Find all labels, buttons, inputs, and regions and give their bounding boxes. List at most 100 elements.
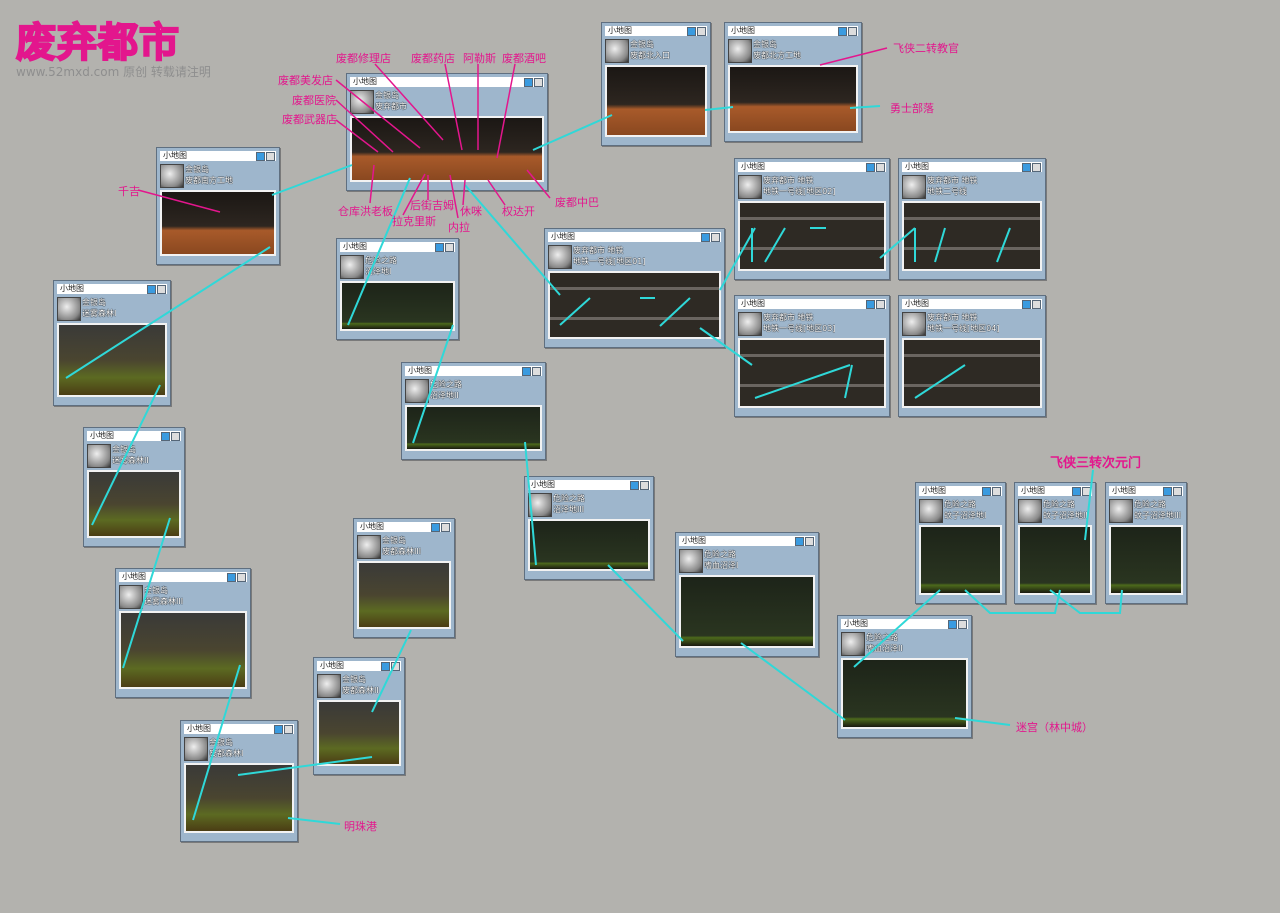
- close-icon[interactable]: [284, 725, 293, 734]
- minimize-icon[interactable]: [1022, 300, 1031, 309]
- region-name: 危险之路: [944, 500, 976, 509]
- close-icon[interactable]: [697, 27, 706, 36]
- minimap-window[interactable]: 小地图 危险之路 嗜血沼泽I: [675, 532, 819, 657]
- minimize-icon[interactable]: [630, 481, 639, 490]
- window-titlebar[interactable]: 小地图: [160, 151, 276, 161]
- minimap-window[interactable]: 小地图 危险之路 沼泽地III: [524, 476, 654, 580]
- window-titlebar[interactable]: 小地图: [728, 26, 858, 36]
- minimap-window[interactable]: 小地图 危险之路 蚊子沼泽地III: [1105, 482, 1187, 604]
- minimize-icon[interactable]: [948, 620, 957, 629]
- minimize-icon[interactable]: [701, 233, 710, 242]
- minimap-window[interactable]: 小地图 金银岛 废都北方工地: [724, 22, 862, 142]
- window-titlebar[interactable]: 小地图: [184, 724, 294, 734]
- minimap-window[interactable]: 小地图 废弃都市 地铁 地铁一号线[地区03]: [734, 295, 890, 417]
- minimap-window[interactable]: 小地图 废弃都市 地铁 地铁二号线: [898, 158, 1046, 280]
- map-name: 废都南方工地: [185, 176, 233, 185]
- map-name: 废都森林II: [342, 686, 379, 695]
- window-titlebar[interactable]: 小地图: [405, 366, 542, 376]
- minimap-window[interactable]: 小地图 金银岛 废都森林III: [353, 518, 455, 638]
- window-titlebar[interactable]: 小地图: [902, 162, 1042, 172]
- window-titlebar[interactable]: 小地图: [902, 299, 1042, 309]
- minimap-window[interactable]: 小地图 危险之路 蚊子沼泽地I: [915, 482, 1006, 604]
- minimap-window[interactable]: 小地图 金银岛 迷雾森林III: [115, 568, 251, 698]
- minimap-window[interactable]: 小地图 危险之路 嗜血沼泽II: [837, 615, 972, 738]
- window-titlebar[interactable]: 小地图: [87, 431, 181, 441]
- minimap-window[interactable]: 小地图 危险之路 蚊子沼泽地II: [1014, 482, 1096, 604]
- close-icon[interactable]: [848, 27, 857, 36]
- window-titlebar[interactable]: 小地图: [1109, 486, 1183, 496]
- window-titlebar[interactable]: 小地图: [350, 77, 544, 87]
- window-titlebar[interactable]: 小地图: [738, 162, 886, 172]
- minimize-icon[interactable]: [795, 537, 804, 546]
- region-name: 金银岛: [209, 738, 233, 747]
- close-icon[interactable]: [237, 573, 246, 582]
- minimap-window[interactable]: 小地图 金银岛 迷雾森林II: [83, 427, 185, 547]
- minimize-icon[interactable]: [1163, 487, 1172, 496]
- close-icon[interactable]: [640, 481, 649, 490]
- map-name: 蚊子沼泽地I: [944, 511, 987, 520]
- window-titlebar[interactable]: 小地图: [738, 299, 886, 309]
- close-icon[interactable]: [532, 367, 541, 376]
- close-icon[interactable]: [1032, 300, 1041, 309]
- window-titlebar[interactable]: 小地图: [57, 284, 167, 294]
- minimap-window[interactable]: 小地图 金银岛 废都南方工地: [156, 147, 280, 265]
- minimize-icon[interactable]: [982, 487, 991, 496]
- minimap-window[interactable]: 小地图 金银岛 迷雾森林I: [53, 280, 171, 406]
- window-titlebar[interactable]: 小地图: [548, 232, 721, 242]
- map-emblem-icon: [919, 499, 943, 523]
- minimap-window[interactable]: 小地图 危险之路 沼泽地II: [401, 362, 546, 460]
- minimize-icon[interactable]: [435, 243, 444, 252]
- window-titlebar[interactable]: 小地图: [119, 572, 247, 582]
- minimize-icon[interactable]: [1022, 163, 1031, 172]
- window-titlebar[interactable]: 小地图: [357, 522, 451, 532]
- minimize-icon[interactable]: [524, 78, 533, 87]
- minimap-window[interactable]: 小地图 金银岛 废都北入口: [601, 22, 711, 146]
- close-icon[interactable]: [876, 163, 885, 172]
- minimap-window[interactable]: 小地图 金银岛 废都森林II: [313, 657, 405, 775]
- minimize-icon[interactable]: [866, 163, 875, 172]
- minimap-window[interactable]: 小地图 废弃都市 地铁 地铁一号线[地区02]: [734, 158, 890, 280]
- close-icon[interactable]: [711, 233, 720, 242]
- window-titlebar[interactable]: 小地图: [605, 26, 707, 36]
- minimize-icon[interactable]: [256, 152, 265, 161]
- close-icon[interactable]: [992, 487, 1001, 496]
- minimize-icon[interactable]: [866, 300, 875, 309]
- close-icon[interactable]: [171, 432, 180, 441]
- minimize-icon[interactable]: [431, 523, 440, 532]
- minimize-icon[interactable]: [274, 725, 283, 734]
- minimap-window[interactable]: 小地图 金银岛 废都森林I: [180, 720, 298, 842]
- window-titlebar[interactable]: 小地图: [919, 486, 1002, 496]
- close-icon[interactable]: [534, 78, 543, 87]
- minimap-window[interactable]: 小地图 金银岛 废弃都市: [346, 73, 548, 191]
- close-icon[interactable]: [445, 243, 454, 252]
- close-icon[interactable]: [157, 285, 166, 294]
- window-titlebar[interactable]: 小地图: [679, 536, 815, 546]
- minimize-icon[interactable]: [147, 285, 156, 294]
- minimize-icon[interactable]: [161, 432, 170, 441]
- close-icon[interactable]: [391, 662, 400, 671]
- close-icon[interactable]: [266, 152, 275, 161]
- window-titlebar[interactable]: 小地图: [528, 480, 650, 490]
- close-icon[interactable]: [876, 300, 885, 309]
- close-icon[interactable]: [1032, 163, 1041, 172]
- window-titlebar[interactable]: 小地图: [841, 619, 968, 629]
- close-icon[interactable]: [958, 620, 967, 629]
- minimize-icon[interactable]: [838, 27, 847, 36]
- minimap-window[interactable]: 小地图 危险之路 沼泽地I: [336, 238, 459, 340]
- minimap-window[interactable]: 小地图 废弃都市 地铁 地铁一号线[地区04]: [898, 295, 1046, 417]
- minimize-icon[interactable]: [522, 367, 531, 376]
- close-icon[interactable]: [1173, 487, 1182, 496]
- minimize-icon[interactable]: [687, 27, 696, 36]
- npc-label: 权达开: [502, 205, 535, 218]
- close-icon[interactable]: [805, 537, 814, 546]
- minimize-icon[interactable]: [227, 573, 236, 582]
- minimize-icon[interactable]: [1072, 487, 1081, 496]
- window-titlebar[interactable]: 小地图: [317, 661, 401, 671]
- window-title: 小地图: [844, 619, 868, 628]
- window-titlebar[interactable]: 小地图: [1018, 486, 1092, 496]
- minimize-icon[interactable]: [381, 662, 390, 671]
- minimap-window[interactable]: 小地图 废弃都市 地铁 地铁一号线[地区01]: [544, 228, 725, 348]
- window-titlebar[interactable]: 小地图: [340, 242, 455, 252]
- close-icon[interactable]: [1082, 487, 1091, 496]
- close-icon[interactable]: [441, 523, 450, 532]
